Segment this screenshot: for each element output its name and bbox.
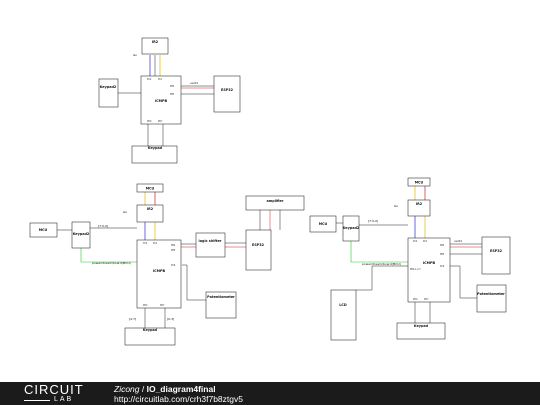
- ir2-sensor-block-left[interactable]: [136, 204, 164, 223]
- svg-text:PC1: PC1: [158, 78, 163, 81]
- keypad-block-right[interactable]: [396, 322, 446, 340]
- pins-net-label-left-top: [7:0-0]: [98, 224, 108, 228]
- esp32-block-right[interactable]: [481, 236, 511, 275]
- potentiometer-block-right[interactable]: [476, 284, 507, 313]
- svg-text:PD7: PD7: [158, 120, 163, 123]
- svg-text:PC1: PC1: [423, 240, 428, 243]
- gnd-net-label-right: Gn: [394, 204, 398, 208]
- keypad2-label-left: Keypad2: [73, 232, 90, 236]
- esp32-label-left: ESP32: [252, 243, 265, 247]
- logo-text-bottom: LAB: [54, 396, 74, 403]
- keypad2-block[interactable]: [98, 78, 119, 108]
- right-circuit: MCU IR2 Gn MCU Keypad2 [7:0-0] ICMPB PC0…: [309, 177, 511, 341]
- svg-text:PC0: PC0: [413, 240, 418, 243]
- keypad2-label-right: Keypad2: [343, 226, 360, 230]
- ir2-label-left: IR2: [147, 207, 154, 211]
- lcd-block[interactable]: [330, 289, 357, 341]
- ir2-sensor-block-right[interactable]: [407, 199, 431, 217]
- svg-text:PB5: PB5: [170, 93, 175, 96]
- keypad2-block-left[interactable]: [71, 221, 91, 249]
- svg-text:PD0: PD0: [413, 298, 418, 301]
- svg-text:PB0-1,2,3: PB0-1,2,3: [410, 268, 421, 271]
- lcd-label: LCD: [339, 303, 347, 307]
- author-link[interactable]: Zicong: [114, 384, 140, 394]
- logo-trace-icon: [24, 400, 50, 402]
- project-title[interactable]: IO_diagram4final: [146, 384, 216, 394]
- keypad2-label: Keypad2: [100, 85, 117, 89]
- bus-net-label-right: power/dream/board(MCU): [362, 262, 401, 266]
- svg-text:PB4: PB4: [440, 244, 445, 247]
- ir2-label: IR2: [152, 40, 159, 44]
- esp32-block[interactable]: [213, 75, 241, 113]
- svg-text:PC1: PC1: [153, 242, 158, 245]
- uart-net-label: uart1: [190, 81, 198, 85]
- svg-text:PB4: PB4: [171, 244, 176, 247]
- ir2-label-right: IR2: [416, 202, 423, 206]
- svg-text:PD7: PD7: [424, 298, 429, 301]
- potentiometer-label-right: Potentiometer: [477, 292, 505, 296]
- mcu-block-left[interactable]: [136, 239, 182, 309]
- svg-text:PC6: PC6: [440, 265, 445, 268]
- uart-net-label-right: uart1: [454, 239, 462, 243]
- potentiometer-block-left[interactable]: [205, 291, 237, 319]
- keypad-block-left[interactable]: [124, 327, 176, 346]
- mcu-small-label-right-top: MCU: [415, 181, 424, 185]
- svg-text:PD0: PD0: [147, 120, 152, 123]
- svg-text:PC0: PC0: [147, 78, 152, 81]
- mcu-small-block-right[interactable]: [309, 215, 337, 233]
- mcu-label-right: ICMPB: [423, 261, 436, 265]
- keypad-label-right: Keypad: [414, 324, 429, 328]
- logic-shifter-block[interactable]: [195, 232, 226, 258]
- svg-text:PC0: PC0: [143, 242, 148, 245]
- esp32-label: ESP32: [221, 88, 234, 92]
- potentiometer-label-left: Potentiometer: [207, 295, 235, 299]
- esp32-label-right: ESP32: [490, 249, 503, 253]
- amplifier-block[interactable]: [245, 195, 305, 211]
- left-circuit: MCU IR2 Gn MCU Keypad2 [7:0-0] ICMPB PC0…: [29, 183, 305, 346]
- pins-net-label-right-top: [7:0-0]: [368, 219, 378, 223]
- svg-text:PD0: PD0: [143, 304, 148, 307]
- gnd-net-label-left: Gn: [123, 210, 127, 214]
- keypad2-block-right[interactable]: [342, 215, 360, 242]
- logo-text-top: CIRCUIT: [24, 382, 84, 397]
- logic-shifter-label: logic shifter: [199, 239, 222, 243]
- mcu-small-block-right-top[interactable]: [407, 177, 431, 187]
- svg-text:PC6: PC6: [171, 264, 176, 267]
- mcu-block[interactable]: [140, 75, 182, 125]
- mcu-label-left: ICMPB: [153, 269, 166, 273]
- bus-net-label-left: power/dream/board(MCU): [92, 261, 131, 265]
- title-line: Zicong / IO_diagram4final: [114, 384, 216, 394]
- svg-text:PB4: PB4: [170, 85, 175, 88]
- amplifier-label: amplifier: [266, 199, 283, 203]
- project-url[interactable]: http://circuitlab.com/crh3f7b8ztgv5: [114, 394, 243, 404]
- footer-bar: CIRCUIT LAB Zicong / IO_diagram4final ht…: [0, 382, 540, 405]
- mcu-small-block-left-top[interactable]: [136, 183, 164, 193]
- svg-text:PB5: PB5: [171, 249, 176, 252]
- pins-net-label-left-b1: [4:7]: [129, 317, 136, 321]
- mcu-small-label-right: MCU: [319, 222, 328, 226]
- svg-text:PD7: PD7: [160, 304, 165, 307]
- ir2-sensor-block[interactable]: [141, 37, 169, 55]
- gnd-net-label: Gn: [133, 53, 137, 57]
- pins-net-label-left-b2: [0:3]: [167, 317, 174, 321]
- mcu-label: ICMPB: [155, 99, 168, 103]
- circuitlab-logo[interactable]: CIRCUIT LAB: [24, 383, 94, 405]
- mcu-small-block-left[interactable]: [29, 222, 58, 238]
- esp32-block-left[interactable]: [245, 229, 272, 271]
- svg-text:PB5: PB5: [440, 253, 445, 256]
- keypad-label: Keypad: [148, 146, 163, 150]
- mcu-small-label-left-top: MCU: [146, 187, 155, 191]
- mcu-block-right[interactable]: [407, 237, 451, 303]
- mcu-small-label-left: MCU: [39, 228, 48, 232]
- title-separator: /: [139, 384, 147, 394]
- keypad-block[interactable]: [131, 145, 178, 164]
- keypad-label-left: Keypad: [143, 328, 158, 332]
